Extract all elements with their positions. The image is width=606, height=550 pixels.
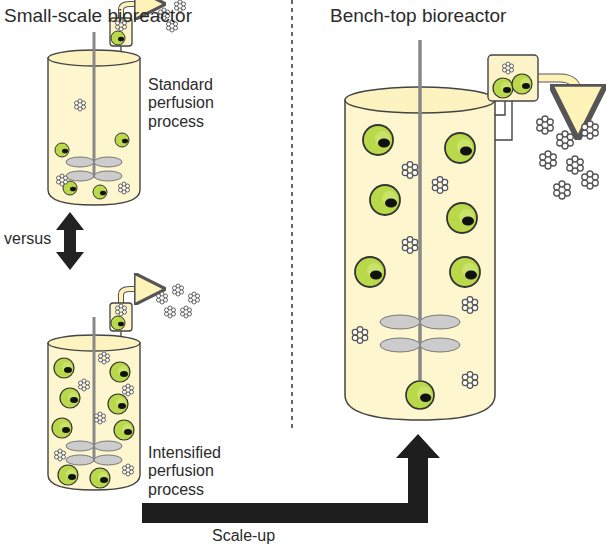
scale-up-arrow (142, 434, 440, 523)
panel-heading: Bench-top bioreactor (330, 5, 506, 27)
benchtop-bioreactor (345, 40, 598, 420)
panel-heading: Small-scale bioreactor (4, 5, 192, 27)
comparison-label: versus (4, 230, 51, 248)
double-arrow (56, 212, 84, 270)
process-label: Intensified perfusion process (148, 444, 238, 499)
arrow-label: Scale-up (212, 527, 275, 545)
process-label: Standard perfusion process (148, 76, 238, 131)
